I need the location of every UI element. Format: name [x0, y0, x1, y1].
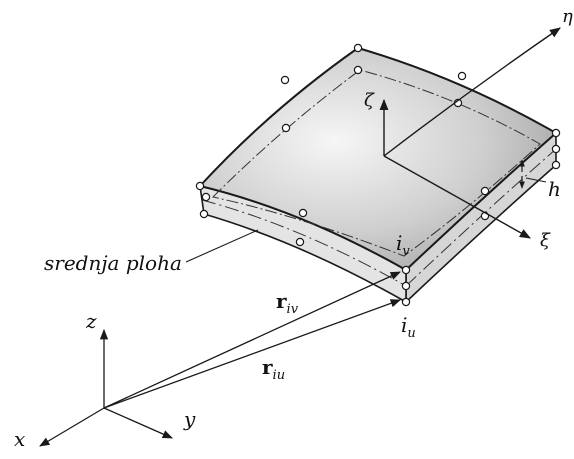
node-iu-label: iu — [401, 313, 416, 341]
top-face — [198, 46, 558, 272]
xi-axis — [383, 155, 531, 239]
r-iv-label: riv — [276, 289, 299, 317]
y-axis — [103, 407, 173, 439]
r-iu-label: riu — [262, 355, 285, 383]
node — [401, 281, 411, 291]
node — [281, 123, 291, 133]
front-midsurface-line — [201, 199, 407, 287]
node — [195, 181, 205, 191]
x-axis — [39, 407, 105, 447]
node — [551, 128, 561, 138]
r-iv-vector — [103, 271, 401, 409]
node-iv-label: iv — [396, 231, 410, 259]
midsurface-label: srednja ploha — [44, 251, 182, 275]
node — [480, 186, 490, 196]
node — [298, 208, 308, 218]
node — [401, 265, 411, 275]
thickness-label: h — [548, 177, 561, 201]
midsurface-leader — [185, 229, 259, 263]
eta-label: η — [562, 6, 573, 27]
zeta-label: ζ — [364, 90, 375, 111]
thickness-leader — [525, 177, 547, 183]
top-face-inner-border — [211, 69, 541, 257]
r-iu-vector — [103, 299, 401, 409]
node — [353, 65, 363, 75]
node — [551, 144, 561, 154]
node — [353, 43, 363, 53]
node — [295, 237, 305, 247]
node — [401, 297, 411, 307]
node — [199, 209, 209, 219]
z-axis-label: z — [85, 309, 97, 333]
y-axis-label: y — [183, 407, 196, 431]
node — [551, 160, 561, 170]
node — [457, 71, 467, 81]
element-nodes — [195, 43, 561, 307]
node — [280, 75, 290, 85]
right-midsurface-line — [405, 148, 557, 287]
xi-label: ξ — [540, 230, 551, 251]
x-axis-label: x — [14, 427, 25, 451]
eta-axis — [383, 27, 561, 157]
node — [201, 192, 211, 202]
